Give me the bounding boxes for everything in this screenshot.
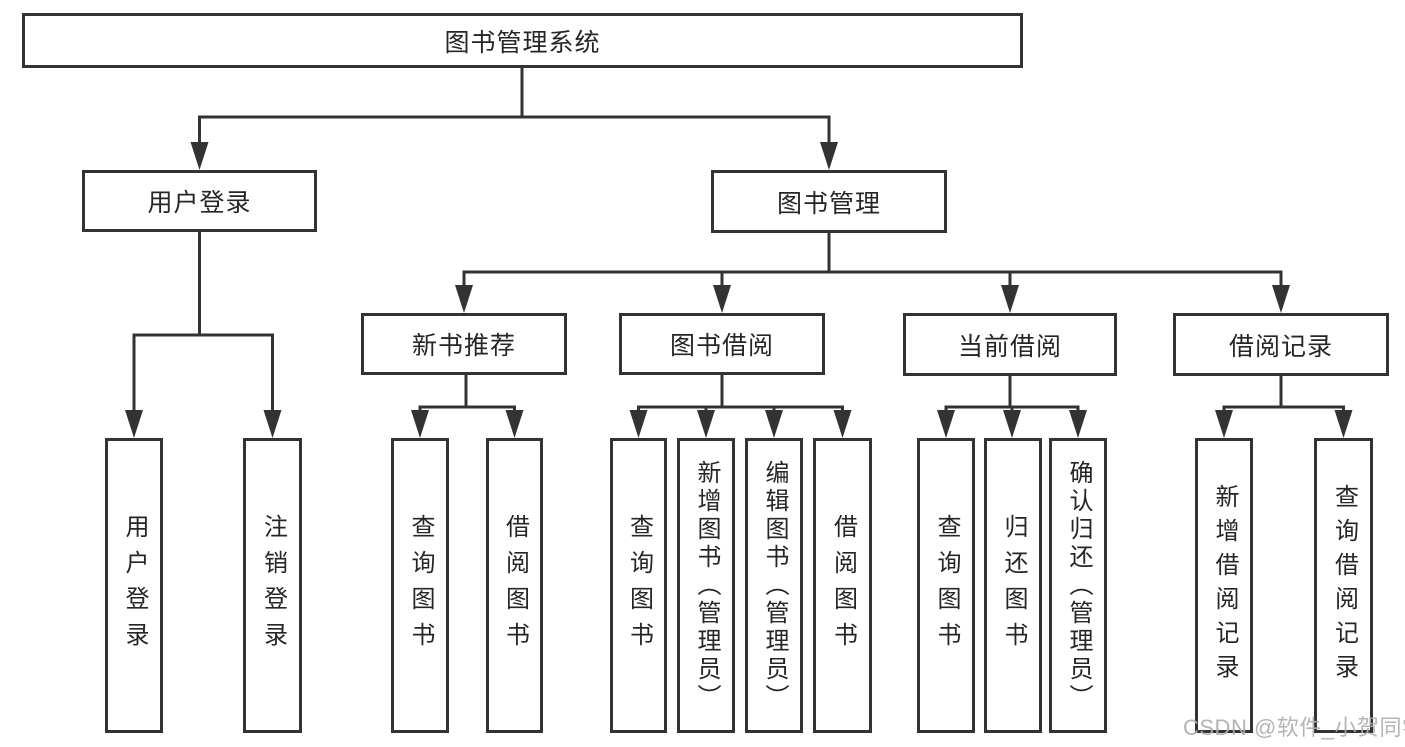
leaf-current-return-books: 归还图书	[984, 438, 1042, 733]
node-book-borrow: 图书借阅	[619, 313, 825, 375]
connector-user-login-to-leaves	[125, 232, 282, 438]
leaf-logout: 注销登录	[243, 438, 302, 733]
leaf-current-confirm-return-admin-label: 确认归还（管理员）	[1065, 459, 1092, 712]
leaf-user-login: 用户登录	[105, 438, 163, 733]
connector-borrow-records-to-leaves	[1215, 376, 1353, 438]
leaf-borrow-add-books-admin-label: 新增图书（管理员）	[693, 459, 720, 712]
leaf-current-return-books-label: 归还图书	[1000, 513, 1027, 658]
leaf-borrow-add-books-admin: 新增图书（管理员）	[677, 438, 735, 733]
node-user-login: 用户登录	[82, 170, 317, 232]
node-current-borrow: 当前借阅	[903, 313, 1117, 376]
leaf-records-query-record: 查询借阅记录	[1314, 438, 1373, 733]
leaf-records-query-record-label: 查询借阅记录	[1330, 483, 1358, 688]
leaf-borrow-borrow-books-label: 借阅图书	[829, 513, 857, 658]
node-book-management-label: 图书管理	[776, 189, 881, 218]
connector-current-borrow-to-leaves	[937, 376, 1087, 438]
node-user-login-label: 用户登录	[147, 189, 252, 217]
connector-root-to-level2	[190, 68, 838, 170]
leaf-borrow-query-books-label: 查询图书	[625, 513, 653, 658]
leaf-current-confirm-return-admin: 确认归还（管理员）	[1049, 438, 1107, 733]
node-new-book-recommend: 新书推荐	[361, 313, 567, 375]
node-root-label: 图书管理系统	[444, 28, 601, 57]
leaf-current-query-books: 查询图书	[917, 438, 975, 733]
connector-new-book-to-leaves	[411, 375, 524, 438]
node-borrow-records: 借阅记录	[1173, 313, 1389, 376]
leaf-newbook-query-books-label: 查询图书	[407, 513, 434, 658]
leaf-records-add-record: 新增借阅记录	[1195, 438, 1253, 733]
node-root-system: 图书管理系统	[22, 13, 1023, 68]
leaf-borrow-borrow-books: 借阅图书	[813, 438, 872, 733]
leaf-newbook-borrow-books: 借阅图书	[486, 438, 543, 733]
leaf-logout-label: 注销登录	[259, 513, 287, 658]
leaf-user-login-label: 用户登录	[121, 513, 148, 658]
connector-book-borrow-to-leaves	[629, 375, 852, 438]
leaf-borrow-query-books: 查询图书	[610, 438, 667, 733]
leaf-current-query-books-label: 查询图书	[933, 513, 960, 658]
leaf-borrow-edit-books-admin: 编辑图书（管理员）	[745, 438, 803, 733]
node-borrow-records-label: 借阅记录	[1228, 332, 1333, 361]
leaf-newbook-query-books: 查询图书	[391, 438, 449, 733]
connector-book-management-to-level3	[455, 233, 1290, 313]
node-book-borrow-label: 图书借阅	[669, 332, 774, 360]
node-book-management: 图书管理	[711, 170, 947, 233]
node-new-book-recommend-label: 新书推荐	[411, 332, 516, 360]
leaf-newbook-borrow-books-label: 借阅图书	[501, 513, 529, 658]
node-current-borrow-label: 当前借阅	[957, 332, 1062, 361]
leaf-borrow-edit-books-admin-label: 编辑图书（管理员）	[761, 459, 788, 712]
csdn-watermark: CSDN @软件_小贺同学	[1183, 715, 1405, 740]
leaf-records-add-record-label: 新增借阅记录	[1211, 483, 1238, 688]
